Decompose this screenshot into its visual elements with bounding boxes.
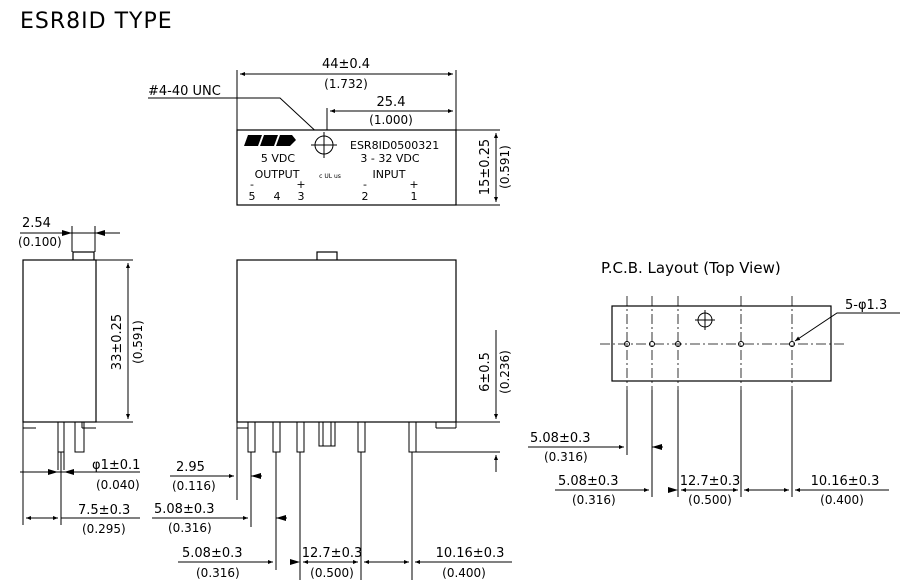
ul-mark: c UL us <box>319 173 341 180</box>
pcb-title: P.C.B. Layout (Top View) <box>601 259 781 277</box>
pin-5-label: 5 <box>249 190 256 203</box>
pcb-layout: P.C.B. Layout (Top View) 5-φ1.3 5. <box>528 259 900 507</box>
front-edge-mm: 2.95 <box>176 460 205 475</box>
top-hole-in: (1.000) <box>369 113 413 127</box>
thread-label: #4-40 UNC <box>148 84 221 99</box>
in-plus: + <box>409 178 418 191</box>
pcb-hole-4 <box>649 341 655 347</box>
pcb-pitch-4-in: (0.400) <box>820 493 864 507</box>
pin-2-label: 2 <box>362 190 369 203</box>
input-label: INPUT <box>373 168 406 181</box>
thread-leader <box>148 97 323 138</box>
front-pin-len-mm: 6±0.5 <box>478 352 493 392</box>
pcb-pitch-4-mm: 10.16±0.3 <box>811 474 880 489</box>
drawing-title: ESR8ID TYPE <box>20 9 173 34</box>
front-pitch-1-in: (0.316) <box>168 521 212 535</box>
front-pitch-1-mm: 5.08±0.3 <box>154 502 215 517</box>
output-voltage: 5 VDC <box>261 152 295 165</box>
side-pin-off-mm: 7.5±0.3 <box>78 503 130 518</box>
side-pin-dia-mm: φ1±0.1 <box>92 458 140 473</box>
side-height-mm: 33±0.25 <box>110 314 125 370</box>
front-pin-4 <box>272 421 281 453</box>
pcb-pitch-2-in: (0.316) <box>572 493 616 507</box>
front-view-body <box>236 259 457 423</box>
pcb-holes-label: 5-φ1.3 <box>845 298 887 313</box>
side-screw-mm: 2.54 <box>22 216 51 231</box>
screw-icon <box>311 132 337 158</box>
front-pin-2 <box>357 421 366 453</box>
front-view: 6±0.5 (0.236) 2.95 (0.116) 5.08±0.3 (0.3… <box>152 251 512 580</box>
part-number: ESR8ID0500321 <box>350 139 439 152</box>
top-height-mm: 15±0.25 <box>478 139 493 195</box>
front-pin-len-in: (0.236) <box>498 350 512 394</box>
side-view-body <box>22 259 97 423</box>
front-screw-shaft <box>318 421 336 447</box>
side-pin-off-in: (0.295) <box>82 522 126 536</box>
top-height-in: (0.591) <box>498 145 512 189</box>
top-view: 44±0.4 (1.732) 25.4 (1.000) #4-40 UNC ES… <box>148 57 512 206</box>
pcb-hole-2 <box>738 341 744 347</box>
pcb-pitch-2-mm: 5.08±0.3 <box>558 474 619 489</box>
pcb-hole-1 <box>789 341 795 347</box>
front-pitch-3-in: (0.500) <box>310 566 354 580</box>
front-pitch-3-mm: 12.7±0.3 <box>302 546 363 561</box>
pcb-hole-3 <box>675 341 681 347</box>
pin-1-label: 1 <box>411 190 418 203</box>
front-pin-5 <box>247 421 256 453</box>
output-label: OUTPUT <box>255 168 300 181</box>
front-edge-in: (0.116) <box>172 479 216 493</box>
front-pitch-4-mm: 10.16±0.3 <box>436 546 505 561</box>
out-minus: - <box>250 178 254 191</box>
front-pin-1 <box>408 421 417 453</box>
pin-4-label: 4 <box>274 190 281 203</box>
front-pitch-2-mm: 5.08±0.3 <box>182 546 243 561</box>
pcb-holes-leader <box>794 312 900 342</box>
side-screw-in: (0.100) <box>18 235 62 249</box>
pcb-pitch-3-mm: 12.7±0.3 <box>680 474 741 489</box>
front-pitch-4-in: (0.400) <box>442 566 486 580</box>
pcb-pitch-1-in: (0.316) <box>544 450 588 464</box>
logo-mark <box>244 135 296 146</box>
side-view: 2.54 (0.100) 33±0.25 (0.591) φ1±0.1 (0.0… <box>18 216 145 536</box>
front-pin-3 <box>296 421 305 453</box>
side-height-in: (0.591) <box>131 320 145 364</box>
pcb-pitch-1-mm: 5.08±0.3 <box>530 431 591 446</box>
pcb-pitch-3-in: (0.500) <box>688 493 732 507</box>
front-pitch-2-in: (0.316) <box>196 566 240 580</box>
pin-3-label: 3 <box>298 190 305 203</box>
side-pin-dia-in: (0.040) <box>96 478 140 492</box>
out-plus: + <box>296 178 305 191</box>
input-voltage: 3 - 32 VDC <box>360 152 419 165</box>
pcb-hole-5 <box>624 341 630 347</box>
top-width-in: (1.732) <box>324 77 368 91</box>
top-width-mm: 44±0.4 <box>322 57 370 72</box>
pcb-outline <box>611 305 832 382</box>
pcb-screw-icon <box>695 310 715 330</box>
side-pin-right <box>74 421 85 453</box>
top-hole-mm: 25.4 <box>377 95 406 110</box>
in-minus: - <box>363 178 367 191</box>
side-pin-left <box>57 421 65 453</box>
